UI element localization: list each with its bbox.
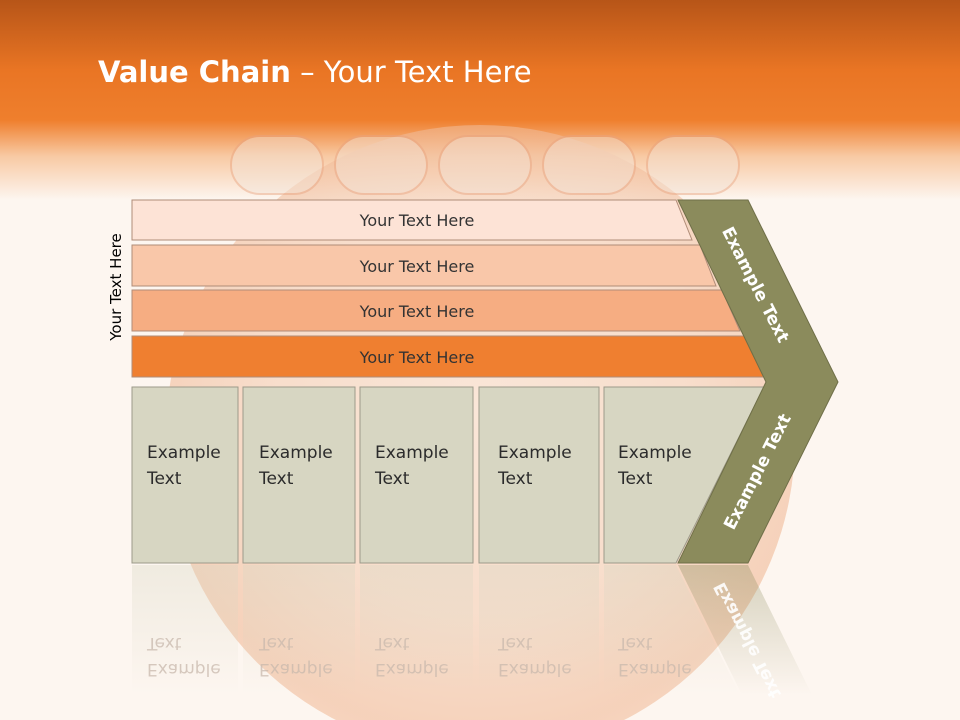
chevron-reflection <box>678 565 812 695</box>
box-reflection <box>604 565 740 695</box>
box-reflection <box>132 565 238 695</box>
bar-4-label: Your Text Here <box>359 347 475 367</box>
bar-1-label: Your Text Here <box>359 210 475 230</box>
box-reflection <box>479 565 599 695</box>
box-2 <box>242 386 356 564</box>
title-bold: Value Chain <box>98 55 291 89</box>
chevron-arrow <box>677 199 839 564</box>
bar-3 <box>131 289 741 332</box>
bar-2-label: Your Text Here <box>359 256 475 276</box>
box-5 <box>603 386 765 564</box>
background-sushi-image <box>230 135 740 195</box>
bar-2 <box>131 244 717 287</box>
box-reflection <box>243 565 355 695</box>
box-1 <box>131 386 239 564</box>
box-4 <box>478 386 600 564</box>
bar-3-label: Your Text Here <box>359 301 475 321</box>
bar-1 <box>131 199 693 241</box>
title-rest: – Your Text Here <box>290 55 532 89</box>
box-reflection <box>360 565 473 695</box>
box-3 <box>359 386 474 564</box>
slide-title: Value Chain – Your Text Here <box>98 55 532 89</box>
